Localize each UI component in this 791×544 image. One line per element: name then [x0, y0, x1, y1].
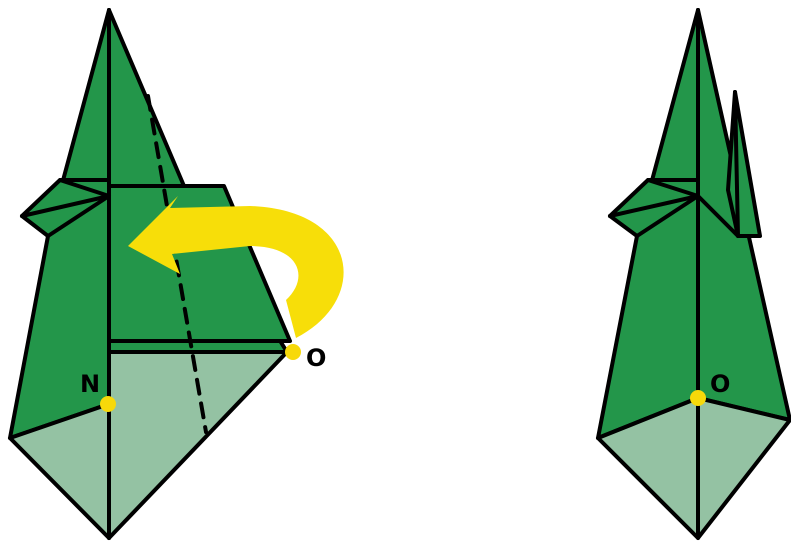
right-bottom-right-light — [698, 398, 790, 538]
point-n-marker — [100, 396, 116, 412]
right-point-o-label: O — [710, 370, 730, 398]
point-o-label: O — [306, 344, 326, 372]
right-figure-result: O — [598, 10, 790, 538]
point-n-label: N — [80, 370, 100, 398]
right-folded-flap — [728, 92, 760, 236]
left-figure-step: N O — [10, 10, 344, 538]
point-o-marker — [285, 344, 301, 360]
right-point-o-marker — [690, 390, 706, 406]
